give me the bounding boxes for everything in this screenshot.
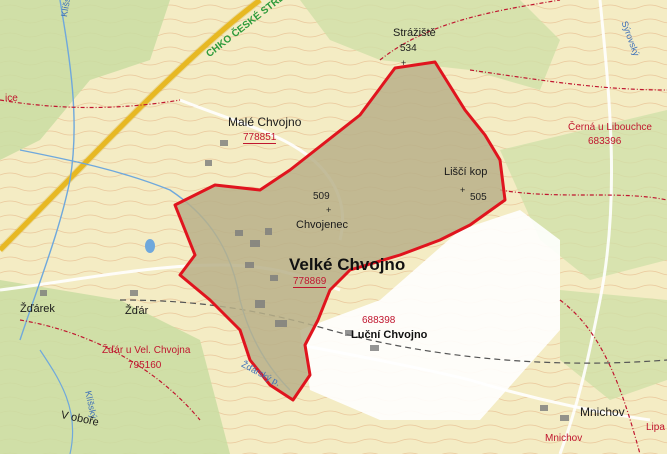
forest-area (560, 290, 667, 400)
road (558, 0, 614, 454)
label-mnichov-red: Mnichov (545, 433, 583, 444)
stream (19, 0, 75, 341)
label-lucni-chvojno-code: 688398 (362, 315, 396, 326)
label-velke-chvojno: Velké Chvojno (289, 255, 406, 274)
stream (39, 349, 74, 454)
label-zdar: Žďár (125, 305, 149, 317)
village-buildings (40, 140, 569, 421)
cadastral-boundary (379, 0, 561, 61)
forest-area (300, 0, 560, 90)
label-ice: ice (5, 93, 18, 104)
cadastral-boundary (0, 99, 181, 109)
cadastral-boundary (469, 69, 667, 91)
open-area (300, 210, 560, 420)
cadastral-boundary (499, 189, 667, 201)
cadastral-boundary (559, 299, 641, 454)
label-zdarek: Žďárek (20, 303, 55, 315)
label-lisci-kop: Liščí kop (444, 166, 488, 178)
label-cermna: Černá u Libouchce (568, 122, 652, 133)
label-strazište: Strážiště (393, 27, 436, 39)
label-male-chvojno: Malé Chvojno (228, 115, 302, 129)
highway (0, 0, 262, 252)
peak-symbol-strazište: + (401, 58, 406, 68)
forest-area (0, 0, 170, 160)
peak-symbol-lisci-kop: + (460, 185, 465, 195)
highlighted-parcel (173, 60, 507, 402)
label-cermna-code: 683396 (588, 136, 622, 147)
forest-area (0, 280, 230, 454)
label-chvojenec: Chvojenec (296, 219, 348, 231)
road (299, 343, 651, 422)
label-mnichov: Mnichov (580, 405, 625, 419)
label-lipa: Lipa (646, 422, 665, 433)
label-chvojenec-elevation: 509 (313, 191, 330, 202)
label-strazište-elevation: 534 (400, 43, 417, 54)
peak-markers: + + + (326, 58, 465, 215)
label-lucni-chvojno: Luční Chvojno (351, 329, 428, 341)
cadastral-boundary (19, 319, 201, 421)
label-lisci-kop-elevation: 505 (470, 192, 487, 203)
label-zdar-u-vel-code: 795160 (128, 360, 162, 371)
label-zdar-u-vel: Žďár u Vel. Chvojna (102, 345, 191, 356)
peak-symbol-chvojenec: + (326, 205, 331, 215)
label-male-chvojno-code: 778851 (243, 132, 277, 144)
highway-edge (0, 0, 263, 253)
label-velke-chvojno-code: 778869 (293, 276, 327, 288)
pond (145, 239, 155, 253)
